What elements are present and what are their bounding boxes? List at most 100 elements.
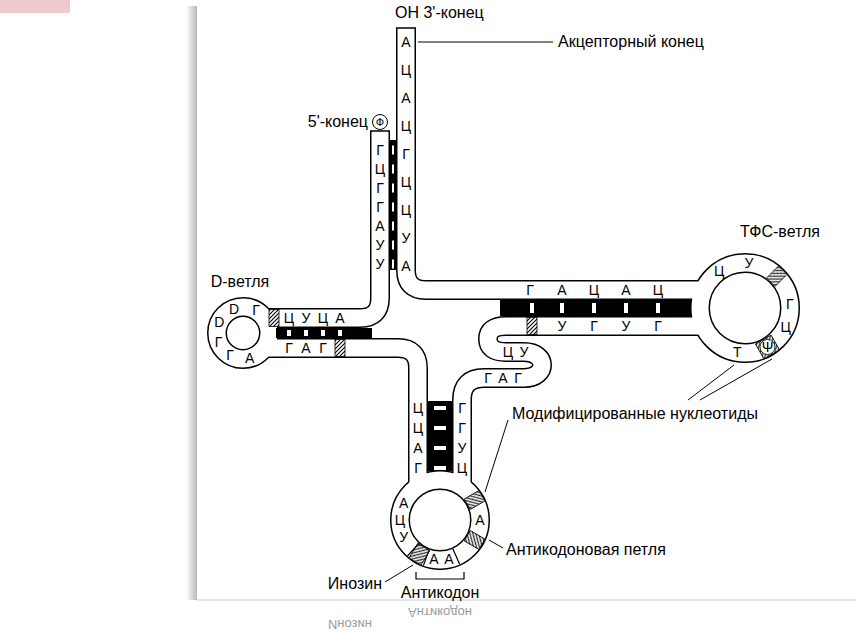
nucleotide-letter-text: Г <box>458 400 466 416</box>
nucleotide-letter: А <box>475 512 484 528</box>
nucleotide-letter-text: А <box>375 218 384 234</box>
base-pair-bar <box>592 303 596 313</box>
callout-label-text: 5'-конец <box>308 113 368 130</box>
nucleotide-letter-text: Г <box>252 302 260 318</box>
base-pair-bar <box>304 330 308 336</box>
nucleotide-letter-text: А <box>245 350 254 366</box>
base-pair-bar <box>434 446 446 450</box>
nucleotide-letter-text: А <box>401 258 410 274</box>
nucleotide-letter-text: Ц <box>413 420 423 436</box>
callout-label-text: Модифицированные нуклеотиды <box>512 405 758 422</box>
nucleotide-letter: Ц <box>401 174 411 190</box>
base-pair-bar <box>392 203 394 212</box>
nucleotide-letter-text: А <box>401 34 410 50</box>
reflected-label: Антикодон <box>408 604 472 619</box>
base-pair-bar <box>656 303 660 313</box>
leader-line <box>385 565 413 582</box>
nucleotide-letter-text: У <box>399 529 408 545</box>
nucleotide-letter-text: Т <box>733 344 742 360</box>
stem-pairing <box>276 328 372 338</box>
logo-strip <box>0 0 70 13</box>
modified-nucleotide <box>767 266 788 287</box>
base-pair-bar <box>434 466 446 470</box>
nucleotide-letter: Ц <box>781 319 791 335</box>
nucleotide-letter: Г <box>484 370 492 386</box>
nucleotide-letter: У <box>520 344 529 360</box>
nucleotide-letter: У <box>376 256 385 272</box>
nucleotide-letter-text: Ц <box>395 512 405 528</box>
base-pair-bar <box>624 303 628 313</box>
nucleotide-letter: D <box>214 314 224 330</box>
nucleotide-letter: Г <box>319 340 327 356</box>
panel-shadow <box>186 6 197 600</box>
nucleotide-letter: А <box>301 340 310 356</box>
nucleotide-letter-text: Ц <box>401 174 411 190</box>
nucleotide-letter: Г <box>226 347 234 363</box>
nucleotide-letter-text: Ц <box>413 400 423 416</box>
nucleotide-letter-text: Г <box>226 347 234 363</box>
nucleotide-letter-text: А <box>498 370 507 386</box>
nucleotide-letter: Г <box>414 460 422 476</box>
strand-outline <box>406 28 706 290</box>
nucleotide-letter-text: Ц <box>503 344 513 360</box>
nucleotide-letter-text: Г <box>376 142 384 158</box>
figure-panel <box>197 3 857 600</box>
nucleotide-letter: Г <box>285 340 293 356</box>
nucleotide-letter: Г <box>786 296 794 312</box>
nucleotide-letter-text: Г <box>376 199 384 215</box>
nucleotide-letter-text: Г <box>654 318 662 334</box>
phosphate-symbol: Ф <box>376 117 384 128</box>
anticodon-box <box>453 549 460 565</box>
base-pair-bar <box>321 330 325 336</box>
strand-fill <box>262 131 380 318</box>
nucleotide-letter-text: Г <box>215 334 223 350</box>
callout-label-text: ОН 3'-конец <box>395 4 484 21</box>
nucleotide-letter-text: Г <box>514 370 522 386</box>
nucleotide-letter-text: У <box>622 318 631 334</box>
callout-label: Антикодоновая петля <box>506 541 666 559</box>
nucleotide-letter: Г <box>402 146 410 162</box>
nucleotide-letter: D <box>229 301 239 317</box>
nucleotide-letter: Г <box>376 199 384 215</box>
nucleotide-letter: Ц <box>395 512 405 528</box>
strand-fill <box>406 28 706 290</box>
nucleotide-letter-text: А <box>301 340 310 356</box>
anticodon-bracket <box>416 572 464 579</box>
nucleotide-letter: Г <box>252 302 260 318</box>
stem-pairing <box>428 401 452 471</box>
strand-fill <box>262 348 418 490</box>
nucleotide-letter: Ψ <box>762 339 774 355</box>
nucleotide-letter-text: У <box>376 256 385 272</box>
modified-nucleotide <box>335 340 345 357</box>
callout-label: Акцепторный конец <box>558 33 704 51</box>
nucleotide-letter-text: А <box>621 282 630 298</box>
nucleotide-letter-text: У <box>744 255 753 271</box>
nucleotide-letter: А <box>557 282 566 298</box>
nucleotide-letter: У <box>458 440 467 456</box>
nucleotide-letter-text: Г <box>376 180 384 196</box>
strand-fill <box>217 28 790 560</box>
base-pair-bar <box>392 165 394 174</box>
nucleotide-letter: Ц <box>284 310 294 326</box>
nucleotide-letter: Ц <box>401 62 411 78</box>
modified-nucleotide <box>269 310 279 327</box>
nucleotide-letter-text: D <box>214 314 224 330</box>
pseudouridine-ring <box>760 340 775 355</box>
nucleotide-letter: У <box>376 237 385 253</box>
strand-outline <box>262 131 380 318</box>
nucleotide-letter-text: А <box>413 440 422 456</box>
nucleotide-letter: Г <box>458 420 466 436</box>
nucleotide-letter: Г <box>458 400 466 416</box>
nucleotide-letter-text: Г <box>458 420 466 436</box>
nucleotide-letter: Г <box>376 180 384 196</box>
leader-line <box>700 359 772 400</box>
nucleotide-letter-text: А <box>429 551 438 567</box>
modified-nucleotide <box>464 531 485 550</box>
nucleotide-letter-text: У <box>402 230 411 246</box>
strand-outline <box>217 28 790 560</box>
inosine-nucleotide <box>409 543 430 565</box>
stem-pairing <box>390 140 396 270</box>
